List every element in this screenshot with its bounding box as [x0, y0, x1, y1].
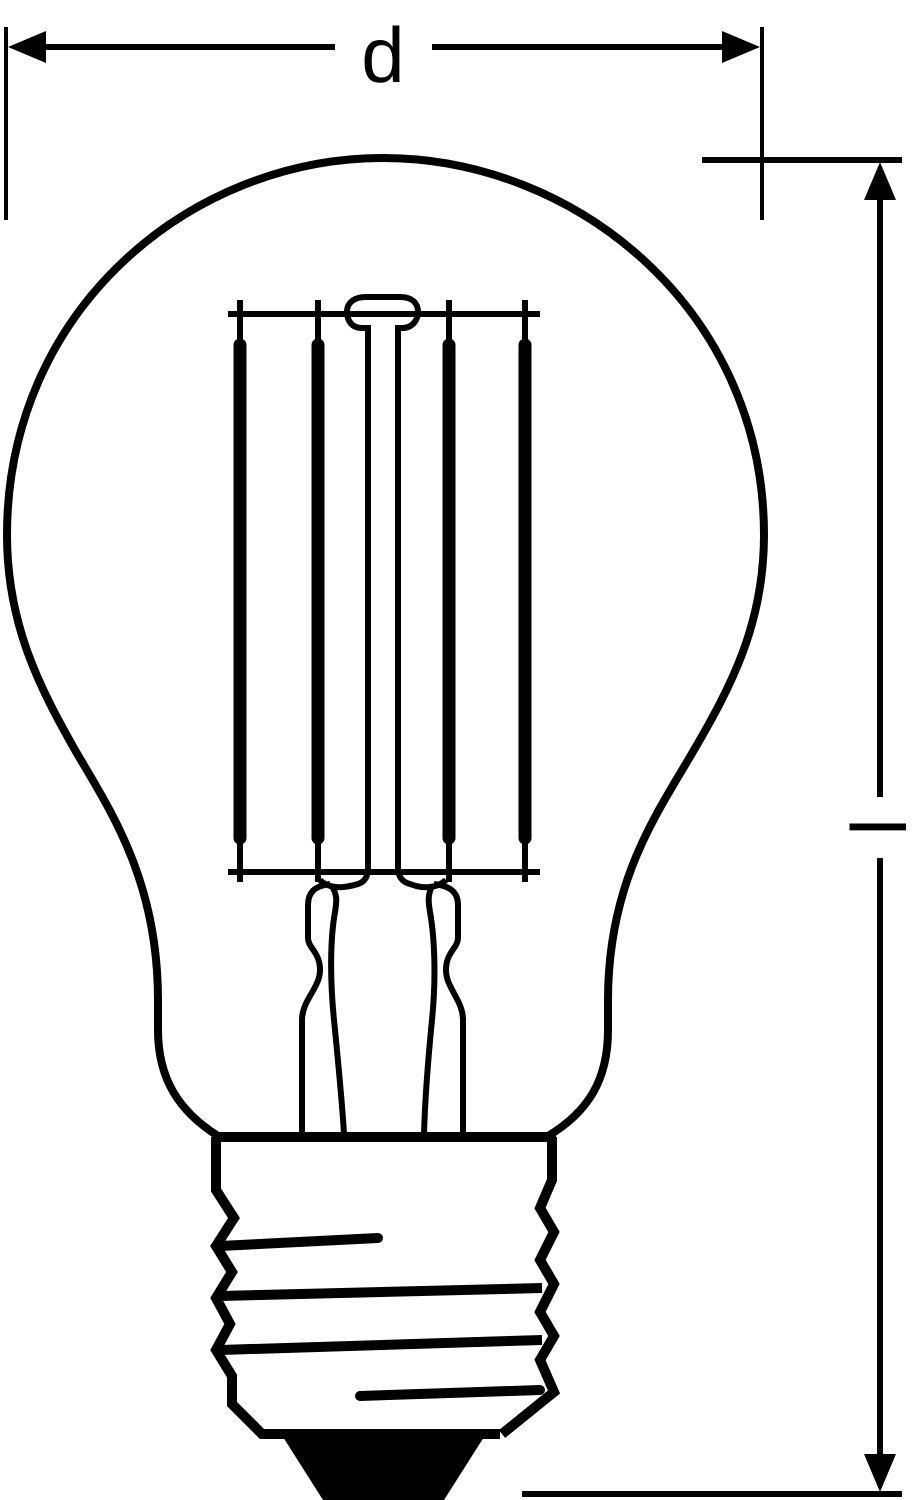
- screw-base: [210, 1132, 561, 1439]
- arrowhead-left-icon: [8, 31, 46, 63]
- width-dimension: [4, 27, 764, 220]
- filament-assembly: [228, 294, 540, 1135]
- width-label: d: [361, 11, 404, 99]
- base-thread-profile-left: [210, 1137, 500, 1439]
- thread-line-2: [219, 1283, 543, 1301]
- lead-wire-right: [421, 884, 438, 1135]
- glass-bulb-outline: [2, 153, 769, 1140]
- glass-stem-right: [433, 881, 466, 1134]
- center-support-loop: [343, 294, 422, 868]
- base-contact: [283, 1437, 484, 1500]
- glass-stem-left: [299, 881, 331, 1134]
- thread-line-4: [355, 1385, 545, 1401]
- thread-line-1: [215, 1233, 383, 1251]
- base-thread-profile-right: [498, 1137, 561, 1438]
- thread-line-3: [219, 1335, 543, 1355]
- arrowhead-down-icon: [864, 1454, 896, 1492]
- arrowhead-right-icon: [722, 31, 760, 63]
- length-dimension: [522, 157, 902, 1497]
- length-label: l: [835, 818, 922, 835]
- arrowhead-up-icon: [864, 162, 896, 200]
- lead-wire-left: [328, 884, 347, 1135]
